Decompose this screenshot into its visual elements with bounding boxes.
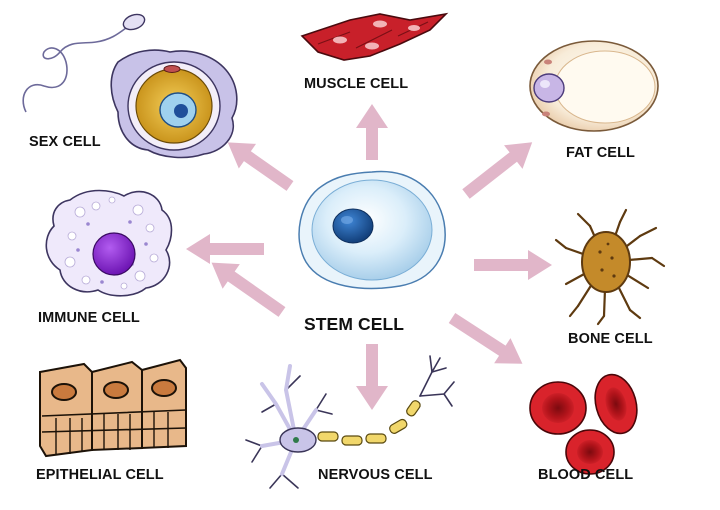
muscle-cell-icon: [300, 12, 449, 61]
arrow-icon: [448, 312, 523, 364]
stem-cell-icon: [298, 170, 446, 290]
arrow-icon: [474, 250, 552, 280]
stem-cell-label: STEM CELL: [304, 314, 405, 334]
immune-cell-icon: [45, 189, 173, 297]
blood-cell-label: BLOOD CELL: [538, 467, 634, 483]
arrow-icon: [211, 262, 286, 317]
fat-cell-label: FAT CELL: [566, 145, 635, 161]
immune-cell-label: IMMUNE CELL: [38, 310, 140, 326]
bone-cell-label: BONE CELL: [568, 331, 653, 347]
muscle-cell-label: MUSCLE CELL: [304, 76, 409, 92]
sex-cell-icon: [22, 13, 238, 159]
arrow-icon: [462, 142, 533, 199]
nervous-cell-icon: [245, 355, 455, 489]
blood-cell-icon: [529, 373, 638, 475]
arrow-icon: [356, 104, 388, 160]
epithelial-cell-label: EPITHELIAL CELL: [36, 467, 164, 483]
fat-cell-icon: [529, 40, 659, 132]
bone-cell-icon: [554, 208, 666, 326]
sex-cell-label: SEX CELL: [29, 134, 101, 150]
arrow-icon: [227, 142, 294, 191]
epithelial-cell-icon: [39, 358, 187, 458]
nervous-cell-label: NERVOUS CELL: [318, 467, 433, 483]
arrow-icon: [186, 104, 552, 410]
arrow-icon: [186, 234, 264, 264]
arrow-icon: [356, 344, 388, 410]
